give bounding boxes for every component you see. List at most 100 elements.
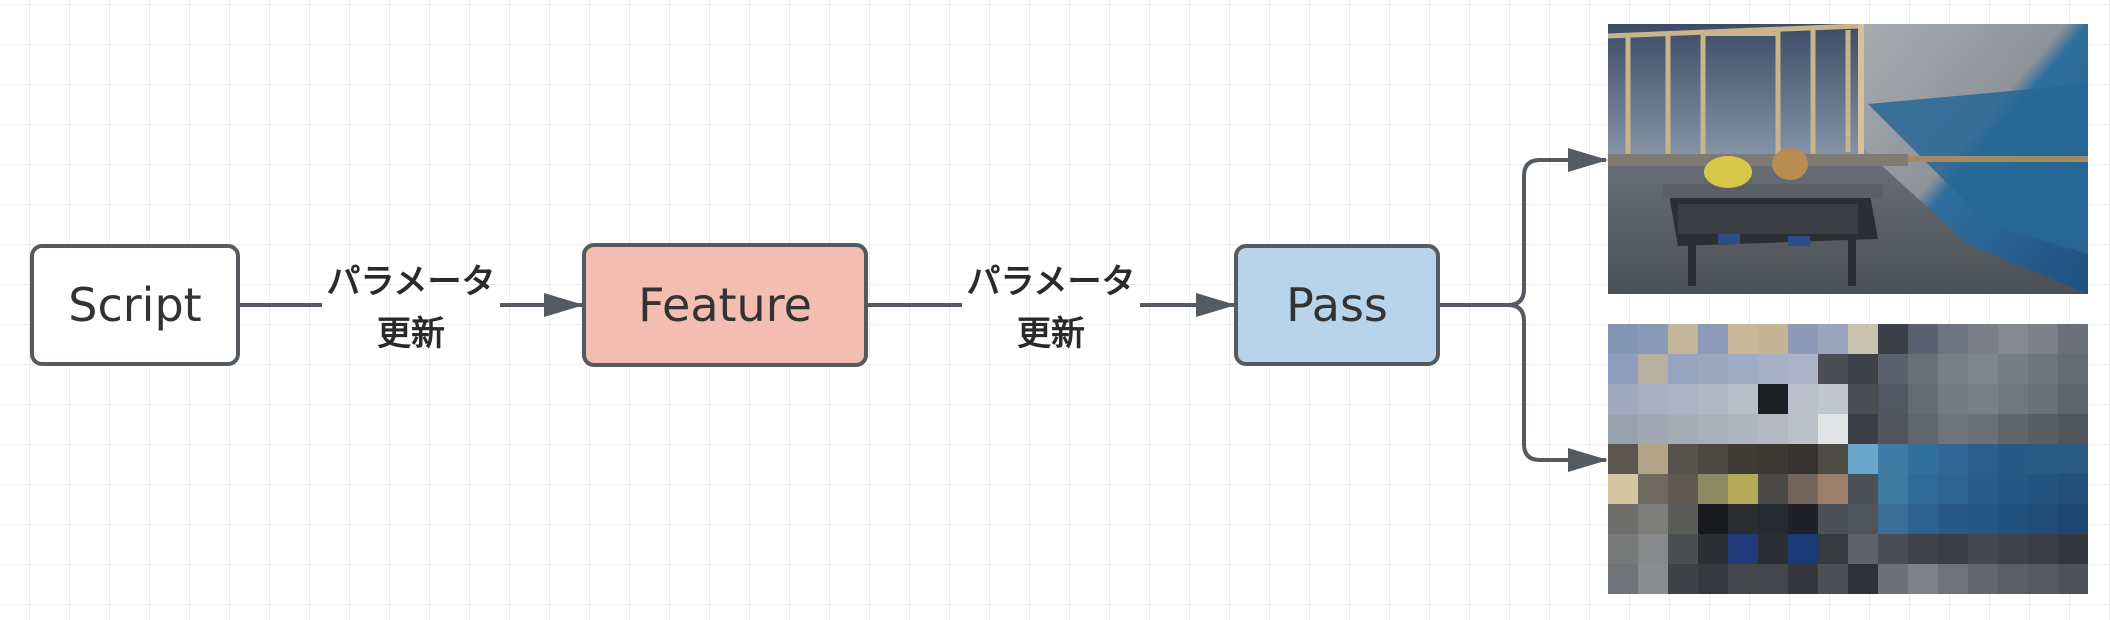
mosaic-block (1998, 474, 2029, 505)
mosaic-block (1668, 384, 1699, 415)
mosaic-block (1968, 444, 1999, 475)
mosaic-block (1608, 444, 1639, 475)
mosaic-block (1938, 384, 1969, 415)
mosaic-block (1758, 564, 1789, 594)
edge-label-feature-pass: パラメータ 更新 (956, 256, 1146, 360)
mosaic-block (1848, 504, 1879, 535)
mosaic-block (1908, 354, 1939, 385)
edge-pass-pixelated (1507, 303, 1608, 472)
mosaic-block (1818, 564, 1849, 594)
mosaic-block (2058, 564, 2088, 594)
mosaic-block (1998, 384, 2029, 415)
mosaic-block (1788, 444, 1819, 475)
mosaic-block (1818, 324, 1849, 355)
edge-label-script-feature: パラメータ 更新 (316, 256, 506, 360)
mosaic-block (1908, 534, 1939, 565)
mosaic-block (2028, 474, 2059, 505)
mosaic-block (1608, 534, 1639, 565)
mosaic-block (1908, 474, 1939, 505)
pass-node-label: Pass (1286, 278, 1388, 332)
mosaic-block (1848, 564, 1879, 594)
mosaic-block (1758, 444, 1789, 475)
mosaic-block (2058, 504, 2088, 535)
mosaic-block (1668, 504, 1699, 535)
mosaic-block (1848, 354, 1879, 385)
feature-node-label: Feature (638, 278, 812, 332)
mosaic-block (1728, 504, 1759, 535)
mosaic-block (1698, 384, 1729, 415)
mosaic-block (1788, 474, 1819, 505)
mosaic-block (2058, 354, 2088, 385)
mosaic-block (1968, 564, 1999, 594)
mosaic-block (1728, 384, 1759, 415)
mosaic-block (1818, 414, 1849, 445)
mosaic-block (1908, 414, 1939, 445)
mosaic-block (1728, 414, 1759, 445)
mosaic-block (1608, 384, 1639, 415)
mosaic-block (1608, 474, 1639, 505)
mosaic-block (1758, 354, 1789, 385)
mosaic-block (1998, 354, 2029, 385)
mosaic-block (1788, 564, 1819, 594)
script-node[interactable]: Script (30, 244, 240, 366)
mosaic-block (1908, 384, 1939, 415)
mosaic-block (1998, 444, 2029, 475)
mosaic-block (1698, 504, 1729, 535)
mosaic-block (1638, 444, 1669, 475)
mosaic-block (1788, 414, 1819, 445)
mosaic-block (1668, 414, 1699, 445)
mosaic-block (1938, 354, 1969, 385)
mosaic-block (1968, 324, 1999, 355)
mosaic-block (1608, 354, 1639, 385)
mosaic-block (1668, 324, 1699, 355)
mosaic-block (2028, 564, 2059, 594)
mosaic-block (1758, 414, 1789, 445)
mosaic-block (2028, 414, 2059, 445)
mosaic-block (2028, 384, 2059, 415)
mosaic-block (1698, 474, 1729, 505)
mosaic-block (1758, 534, 1789, 565)
mosaic-block (1728, 474, 1759, 505)
scene-photo-icon (1608, 24, 2088, 294)
edge-label-line2: 更新 (377, 314, 445, 354)
mosaic-block (1968, 384, 1999, 415)
mosaic-block (2058, 474, 2088, 505)
mosaic-block (2058, 534, 2088, 565)
mosaic-block (1818, 354, 1849, 385)
mosaic-block (1938, 444, 1969, 475)
mosaic-block (1938, 324, 1969, 355)
edge-label-line2: 更新 (1017, 314, 1085, 354)
mosaic-block (2028, 444, 2059, 475)
mosaic-block (2058, 384, 2088, 415)
mosaic-block (1728, 324, 1759, 355)
mosaic-block (1698, 324, 1729, 355)
mosaic-block (1608, 414, 1639, 445)
mosaic-block (1758, 504, 1789, 535)
mosaic-block (1698, 444, 1729, 475)
mosaic-block (1848, 444, 1879, 475)
mosaic-block (1878, 354, 1909, 385)
pixelated-scene-icon (1608, 324, 2088, 594)
mosaic-block (1608, 324, 1639, 355)
mosaic-block (1638, 474, 1669, 505)
mosaic-block (1908, 564, 1939, 594)
mosaic-block (1638, 414, 1669, 445)
mosaic-block (1908, 444, 1939, 475)
mosaic-block (1848, 384, 1879, 415)
mosaic-block (1878, 534, 1909, 565)
mosaic-block (1608, 504, 1639, 535)
mosaic-block (1698, 564, 1729, 594)
mosaic-block (1788, 504, 1819, 535)
mosaic-block (1638, 504, 1669, 535)
mosaic-block (1638, 354, 1669, 385)
mosaic-block (1848, 414, 1879, 445)
mosaic-block (1638, 564, 1669, 594)
pass-node[interactable]: Pass (1234, 244, 1440, 366)
mosaic-block (2028, 324, 2059, 355)
mosaic-block (2028, 504, 2059, 535)
mosaic-block (1998, 564, 2029, 594)
feature-node[interactable]: Feature (582, 243, 868, 367)
mosaic-block (1668, 444, 1699, 475)
